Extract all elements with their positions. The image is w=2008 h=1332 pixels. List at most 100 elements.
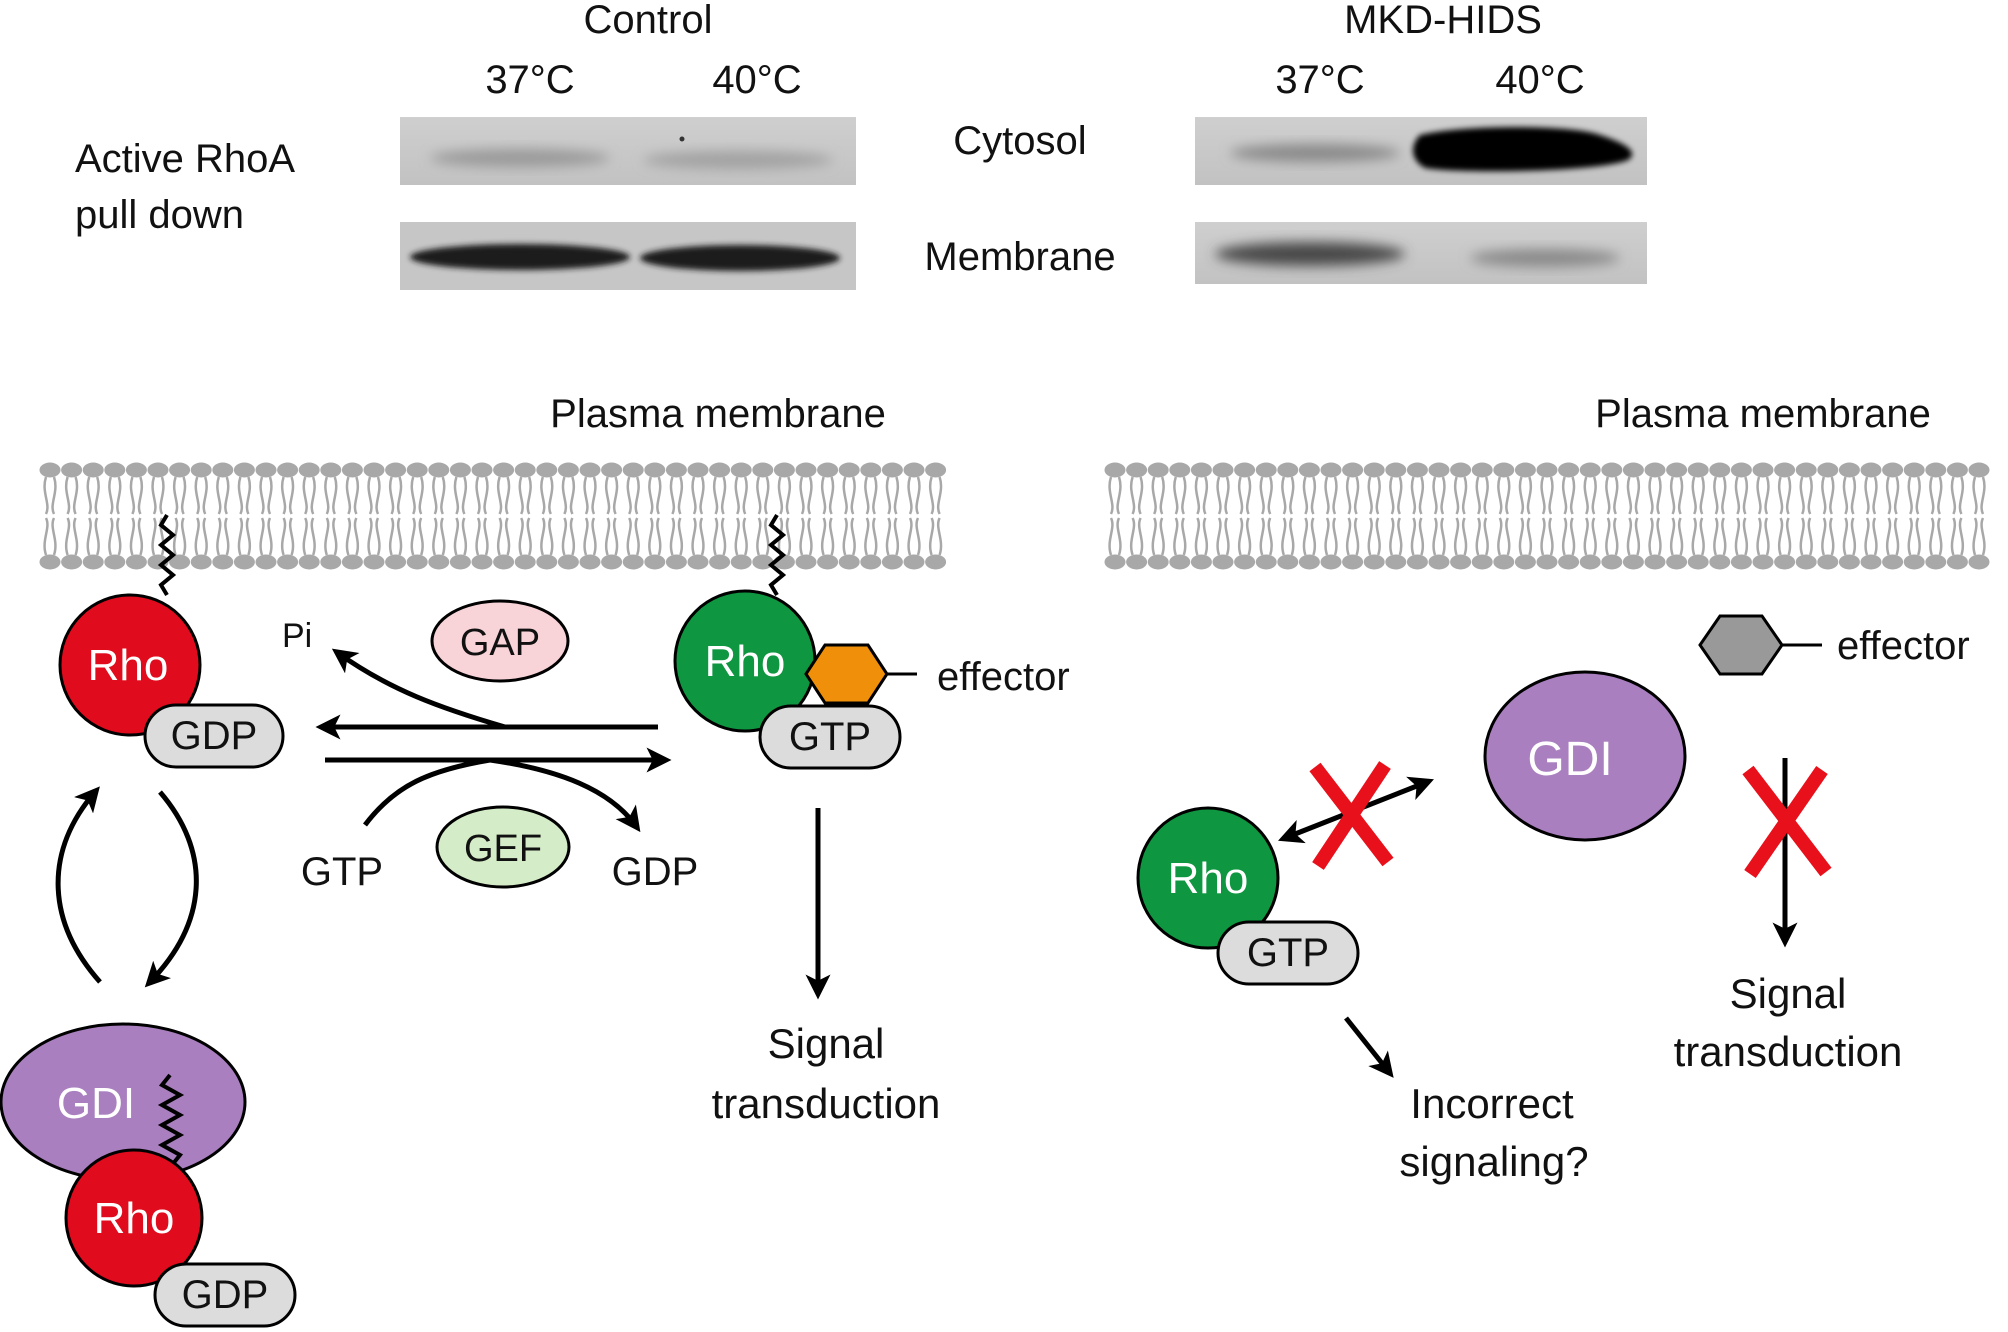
lipid-tail — [1583, 476, 1589, 515]
lipid-tail — [1734, 476, 1741, 515]
lipid-head — [730, 462, 752, 478]
lipid-tail — [1734, 517, 1741, 556]
lipid-tail — [64, 476, 71, 515]
rho-gtp-free: Rho GTP — [1136, 806, 1360, 986]
lipid-tail — [432, 517, 438, 556]
lipid-head — [1212, 462, 1234, 478]
gef-oval — [435, 805, 571, 889]
lipid-head — [1687, 462, 1709, 478]
lipid-head — [1493, 554, 1515, 570]
lipid-tail — [1418, 476, 1425, 515]
lipid-head — [298, 462, 320, 478]
lipid-head — [1406, 462, 1428, 478]
lipid-tail — [1656, 517, 1662, 556]
lipid-tail — [1540, 517, 1546, 556]
lipid-tail — [1267, 476, 1273, 515]
lipid-head — [39, 554, 61, 570]
lipid-tail — [1302, 517, 1309, 556]
lipid-head — [449, 554, 471, 570]
lipid-tail — [612, 476, 619, 515]
lipid-tail — [1332, 476, 1338, 515]
lipid-head — [557, 462, 579, 478]
lipid-head — [1536, 462, 1558, 478]
lipid-head — [212, 462, 234, 478]
lipid-tail — [453, 517, 460, 556]
lipid-tail — [440, 517, 446, 556]
lipid-tail — [1821, 476, 1827, 515]
lipid-head — [622, 462, 644, 478]
lipid-head — [1363, 554, 1385, 570]
lipid-tail — [1194, 517, 1201, 556]
lipid-head — [860, 554, 882, 570]
lipid-tail — [43, 476, 49, 515]
lipid-tail — [1677, 476, 1684, 515]
lipid-head — [1385, 554, 1407, 570]
gap-label: GAP — [460, 622, 540, 664]
rho-active-circle — [1136, 806, 1280, 950]
gtp-pill — [758, 704, 902, 770]
western-blot: Active RhoA pull down Control 37°C 40°C … — [75, 0, 1647, 290]
lipid-tail — [172, 517, 179, 556]
lipid-head — [838, 462, 860, 478]
lipid-tail — [1929, 517, 1935, 556]
gtp-label: GTP — [789, 715, 871, 759]
cytosol-label: Cytosol — [953, 119, 1086, 163]
lipid-head — [1298, 554, 1320, 570]
lipid-tail — [699, 517, 705, 556]
lipid-tail — [1777, 476, 1784, 515]
lipid-head — [817, 462, 839, 478]
lipid-tail — [1691, 476, 1697, 515]
rho-gtp-effector-complex: effector Rho GTP — [673, 589, 1070, 770]
free-effector-label: effector — [1837, 624, 1970, 668]
lipid-tail — [1216, 476, 1222, 515]
lipid-tail — [1173, 476, 1179, 515]
lipid-tail — [1885, 517, 1892, 556]
lipid-tail — [1764, 476, 1770, 515]
lipid-anchor-active-rho — [767, 513, 787, 597]
lipid-head — [1514, 462, 1536, 478]
lipid-tail — [1937, 476, 1943, 515]
lipid-head — [1147, 554, 1169, 570]
lipid-tail — [1281, 517, 1287, 556]
lipid-tail — [224, 517, 230, 556]
lipid-head — [622, 554, 644, 570]
lipid-tail — [1915, 517, 1921, 556]
lipid-head — [1622, 554, 1644, 570]
lipid-head — [1277, 462, 1299, 478]
lipid-tail — [807, 476, 813, 515]
lipid-tail — [591, 517, 597, 556]
lipid-tail — [1699, 476, 1705, 515]
lipid-tail — [280, 517, 287, 556]
lipid-head — [860, 462, 882, 478]
lipid-tail — [245, 517, 252, 556]
lipid-head — [1126, 554, 1148, 570]
lipid-tail — [1267, 517, 1273, 556]
lipid-head — [190, 462, 212, 478]
lipid-tail — [842, 517, 848, 556]
lipid-head — [1536, 554, 1558, 570]
lipid-head — [687, 462, 709, 478]
lipid-tail — [353, 476, 360, 515]
lipid-tail — [1548, 517, 1554, 556]
lipid-tail — [1389, 476, 1395, 515]
lipid-tail — [202, 517, 208, 556]
lipid-tail — [1181, 517, 1187, 556]
lipid-tail — [1151, 517, 1157, 556]
lipid-head — [752, 554, 774, 570]
lipid-tail — [936, 476, 943, 515]
lipid-tail — [1497, 476, 1503, 515]
lipid-head — [1558, 462, 1580, 478]
lipid-head — [579, 462, 601, 478]
lipid-head — [1579, 554, 1601, 570]
lipid-tail — [583, 517, 589, 556]
lipid-tail — [367, 476, 373, 515]
lipid-tail — [1224, 517, 1230, 556]
incorrect-signal-arrow — [1344, 1016, 1394, 1078]
lipid-head — [1428, 554, 1450, 570]
lipid-head — [557, 554, 579, 570]
lipid-head — [493, 554, 515, 570]
lipid-tail — [742, 517, 748, 556]
lipid-tail — [1626, 476, 1633, 515]
lipid-tail — [1850, 517, 1857, 556]
lipid-tail — [1699, 517, 1705, 556]
